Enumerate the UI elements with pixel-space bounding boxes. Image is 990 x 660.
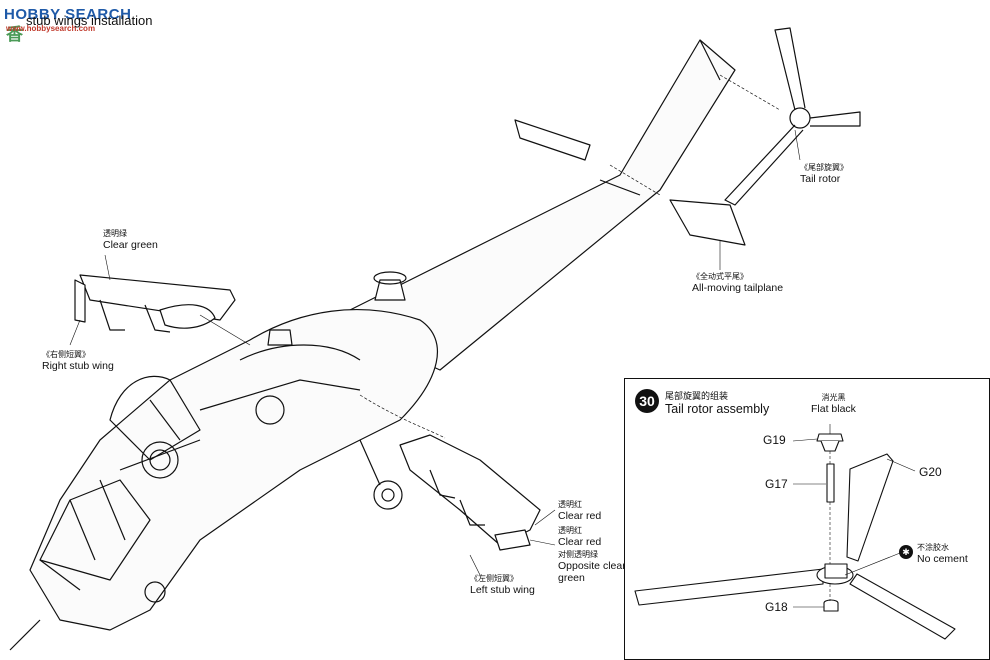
tail-rotor-exploded-drawing [634,424,956,640]
left-stub-wing-label: 《左侧短翼》Left stub wing [470,574,535,596]
part-g17-label: G17 [765,477,788,491]
section-title: stub wings installation [26,13,153,28]
tailplane-label: 《全动式平尾》All-moving tailplane [692,272,784,294]
no-glue-icon: ✱ [899,545,913,559]
watermark-logo: 香 [6,25,23,44]
watermark-url: www.hobbysearch.com [6,24,96,33]
part-g20-label: G20 [919,465,942,479]
step-title-cn: 尾部旋翼的组装 [665,391,729,401]
watermark-text: HOBBY SEARCH [4,6,132,23]
tail-rotor-label: 《尾部旋翼》Tail rotor [800,163,848,185]
step-number-badge: 30 [635,389,659,413]
tail-rotor-assembly-inset: 30 尾部旋翼的组装 Tail rotor assembly [624,378,990,660]
part-g18-label: G18 [765,600,788,614]
right-stub-wing-label: 《右侧短翼》Right stub wing [42,350,114,372]
step-title-en: Tail rotor assembly [665,402,770,416]
part-g19-label: G19 [763,433,786,447]
